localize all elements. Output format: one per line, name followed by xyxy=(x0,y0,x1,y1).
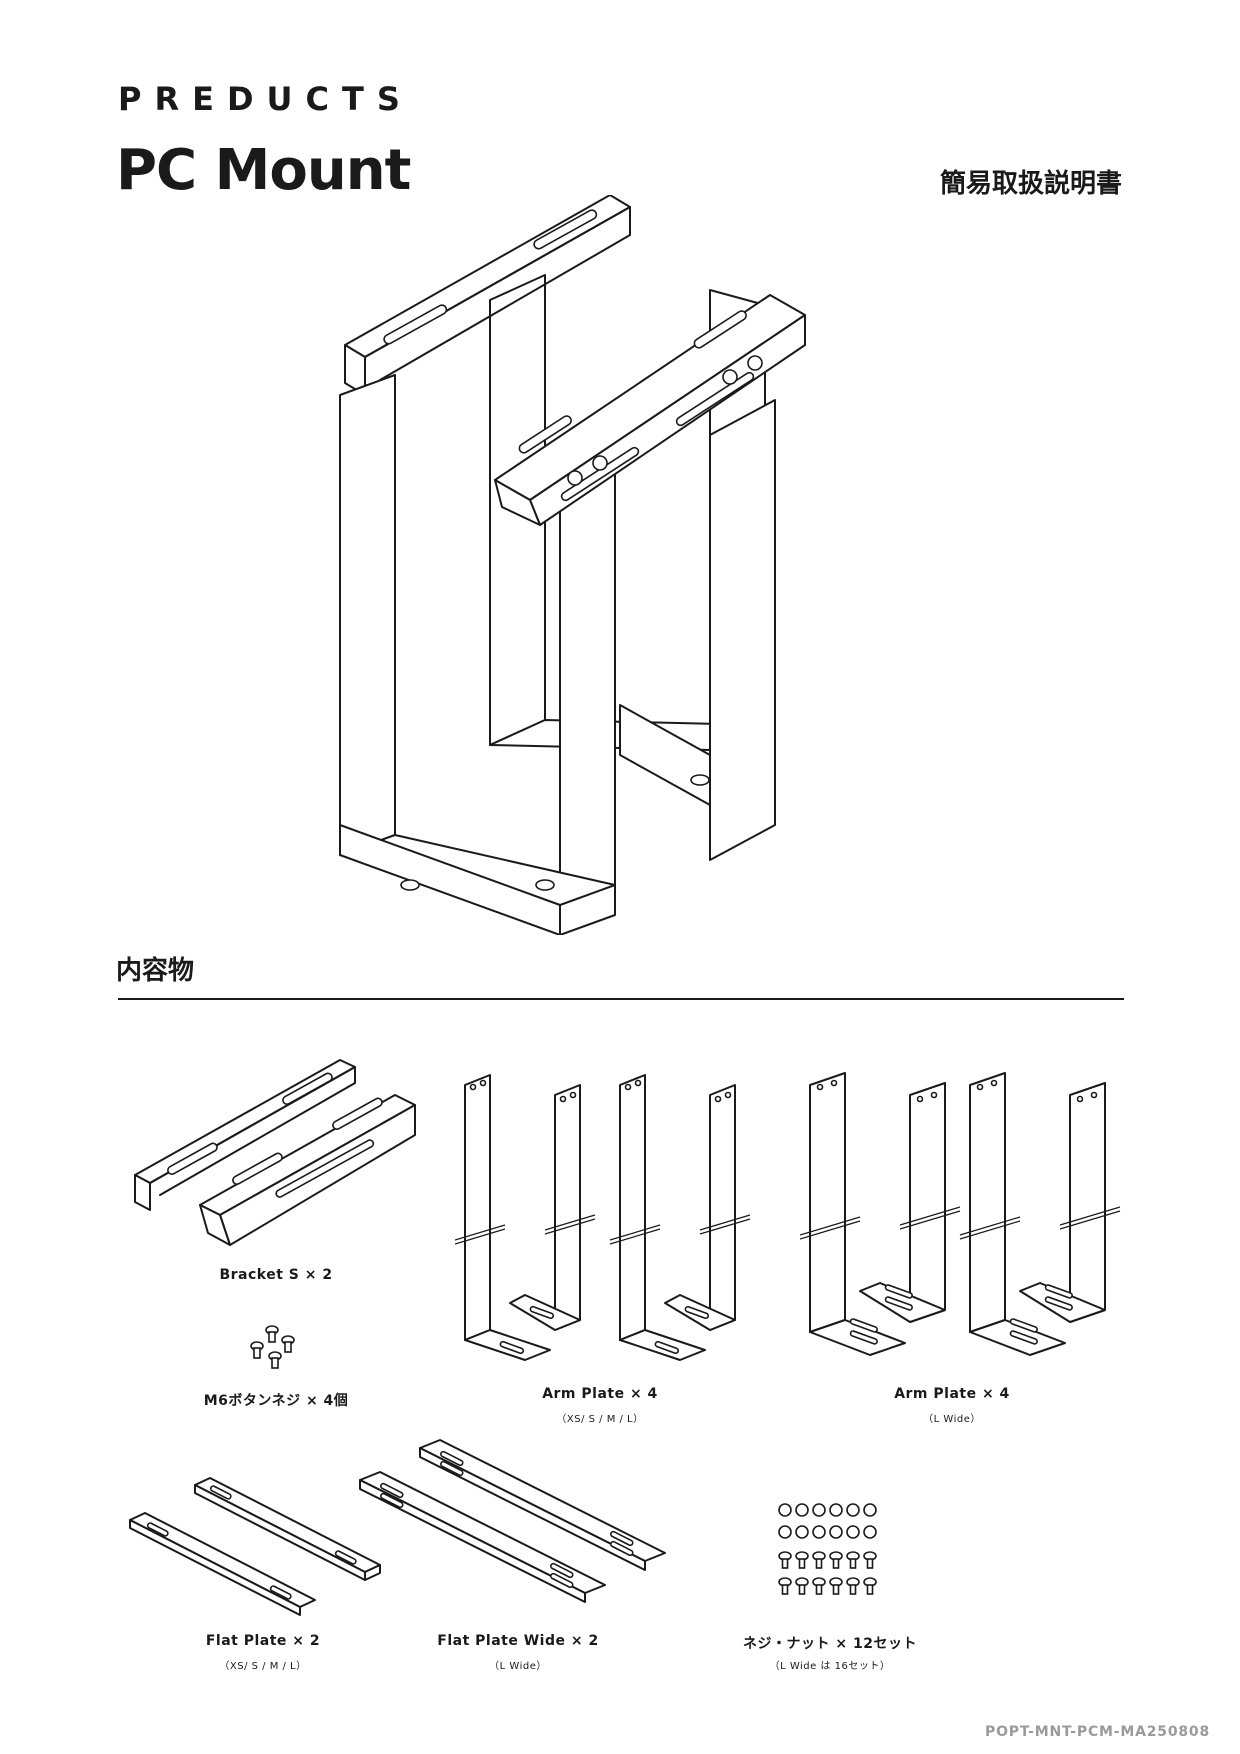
screw-icon xyxy=(281,1335,295,1353)
item-sub-screws-nuts: （L Wide は 16セット） xyxy=(769,1661,891,1672)
flat-plate-illustration xyxy=(129,1477,381,1616)
m6-screws-illustration xyxy=(250,1325,295,1369)
document-type: 簡易取扱説明書 xyxy=(940,169,1123,199)
screws-nuts-illustration xyxy=(778,1503,877,1595)
brand-name: PREDUCTS xyxy=(118,80,413,118)
item-label-flat-plate-wide: Flat Plate Wide × 2 xyxy=(437,1633,599,1649)
item-sub-flat-plate-wide: （L Wide） xyxy=(489,1661,547,1672)
item-sub-flat-plate: （XS/ S / M / L） xyxy=(219,1661,307,1672)
item-label-screws-nuts: ネジ・ナット × 12セット xyxy=(743,1636,917,1652)
item-label-flat-plate: Flat Plate × 2 xyxy=(205,1633,321,1649)
bolt-icon xyxy=(778,1551,877,1595)
item-sub-arm-plate-standard: （XS/ S / M / L） xyxy=(556,1414,644,1425)
item-label-bracket-s: Bracket S × 2 xyxy=(219,1267,333,1283)
nut-icon xyxy=(778,1503,877,1539)
screw-icon xyxy=(250,1341,264,1359)
section-divider xyxy=(118,998,1124,1000)
arm-plate-standard-illustration xyxy=(455,1074,751,1361)
item-label-arm-plate-standard: Arm Plate × 4 xyxy=(542,1386,658,1402)
bracket-s-illustration xyxy=(134,1059,416,1246)
product-title: PC Mount xyxy=(116,138,411,203)
item-label-arm-plate-wide: Arm Plate × 4 xyxy=(894,1386,1010,1402)
screw-icon xyxy=(268,1351,282,1369)
item-sub-arm-plate-wide: （L Wide） xyxy=(923,1414,981,1425)
screw-icon xyxy=(265,1325,279,1343)
document-code: POPT-MNT-PCM-MA250808 xyxy=(985,1724,1210,1740)
item-label-m6-screws: M6ボタンネジ × 4個 xyxy=(203,1393,349,1409)
assembled-mount-illustration xyxy=(339,195,806,935)
contents-section-title: 内容物 xyxy=(116,956,195,986)
flat-plate-wide-illustration xyxy=(359,1439,666,1603)
arm-plate-wide-illustration xyxy=(800,1072,1121,1356)
